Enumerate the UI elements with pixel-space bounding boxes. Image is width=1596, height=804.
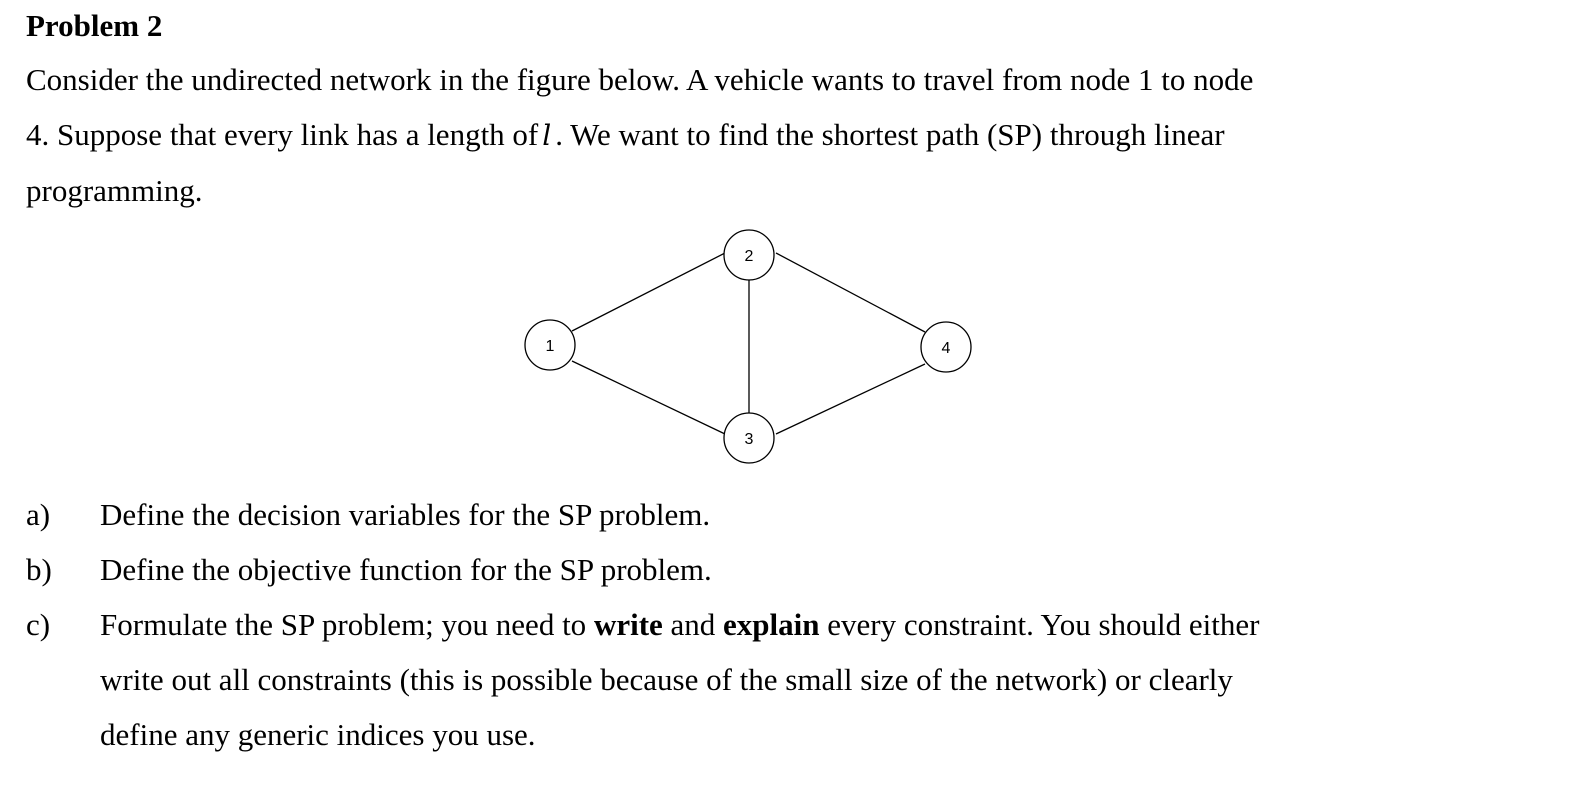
- intro-line-2: 4. Suppose that every link has a length …: [26, 107, 1566, 163]
- question-b: b) Define the objective function for the…: [26, 542, 1566, 597]
- question-c-line-2: write out all constraints (this is possi…: [100, 662, 1233, 697]
- question-b-letter: b): [26, 552, 52, 587]
- question-b-text: Define the objective function for the SP…: [100, 552, 712, 587]
- problem-title: Problem 2: [26, 8, 163, 43]
- problem-intro: Consider the undirected network in the f…: [26, 52, 1566, 218]
- node-3-label: 3: [745, 431, 754, 448]
- node-3: 3: [723, 412, 775, 464]
- question-c: c) Formulate the SP problem; you need to…: [26, 597, 1566, 762]
- network-diagram: 1 2 3 4: [524, 229, 972, 464]
- question-c-line-1: Formulate the SP problem; you need to wr…: [100, 597, 1566, 652]
- question-c-bold-write: write: [593, 607, 663, 642]
- length-variable: l: [542, 119, 552, 152]
- intro-line-3: programming.: [26, 173, 203, 208]
- edge-1-2: [571, 252, 726, 332]
- question-list: a) Define the decision variables for the…: [26, 487, 1566, 762]
- node-2-label: 2: [745, 248, 754, 265]
- node-2: 2: [723, 229, 775, 281]
- question-c-line-3: define any generic indices you use.: [100, 717, 536, 752]
- node-1: 1: [524, 319, 576, 371]
- question-a: a) Define the decision variables for the…: [26, 487, 1566, 542]
- intro-line-1: Consider the undirected network in the f…: [26, 62, 1254, 97]
- node-1-label: 1: [546, 338, 555, 355]
- network-figure: 1 2 3 4: [520, 228, 980, 468]
- question-a-letter: a): [26, 497, 51, 532]
- question-c-text-2: and: [662, 607, 724, 642]
- question-c-bold-explain: explain: [723, 607, 820, 642]
- question-a-text: Define the decision variables for the SP…: [100, 497, 711, 532]
- edge-1-3: [571, 360, 726, 435]
- node-4: 4: [920, 321, 972, 373]
- intro-line-2-start: 4. Suppose that every link has a length …: [26, 117, 539, 152]
- question-c-text-3: every constraint. You should either: [819, 607, 1260, 642]
- edge-2-4: [775, 252, 926, 333]
- question-c-text-1: Formulate the SP problem; you need to: [100, 607, 594, 642]
- edge-3-4: [775, 363, 926, 435]
- intro-line-2-end: . We want to find the shortest path (SP)…: [555, 117, 1225, 152]
- question-c-letter: c): [26, 607, 51, 642]
- node-4-label: 4: [942, 340, 951, 357]
